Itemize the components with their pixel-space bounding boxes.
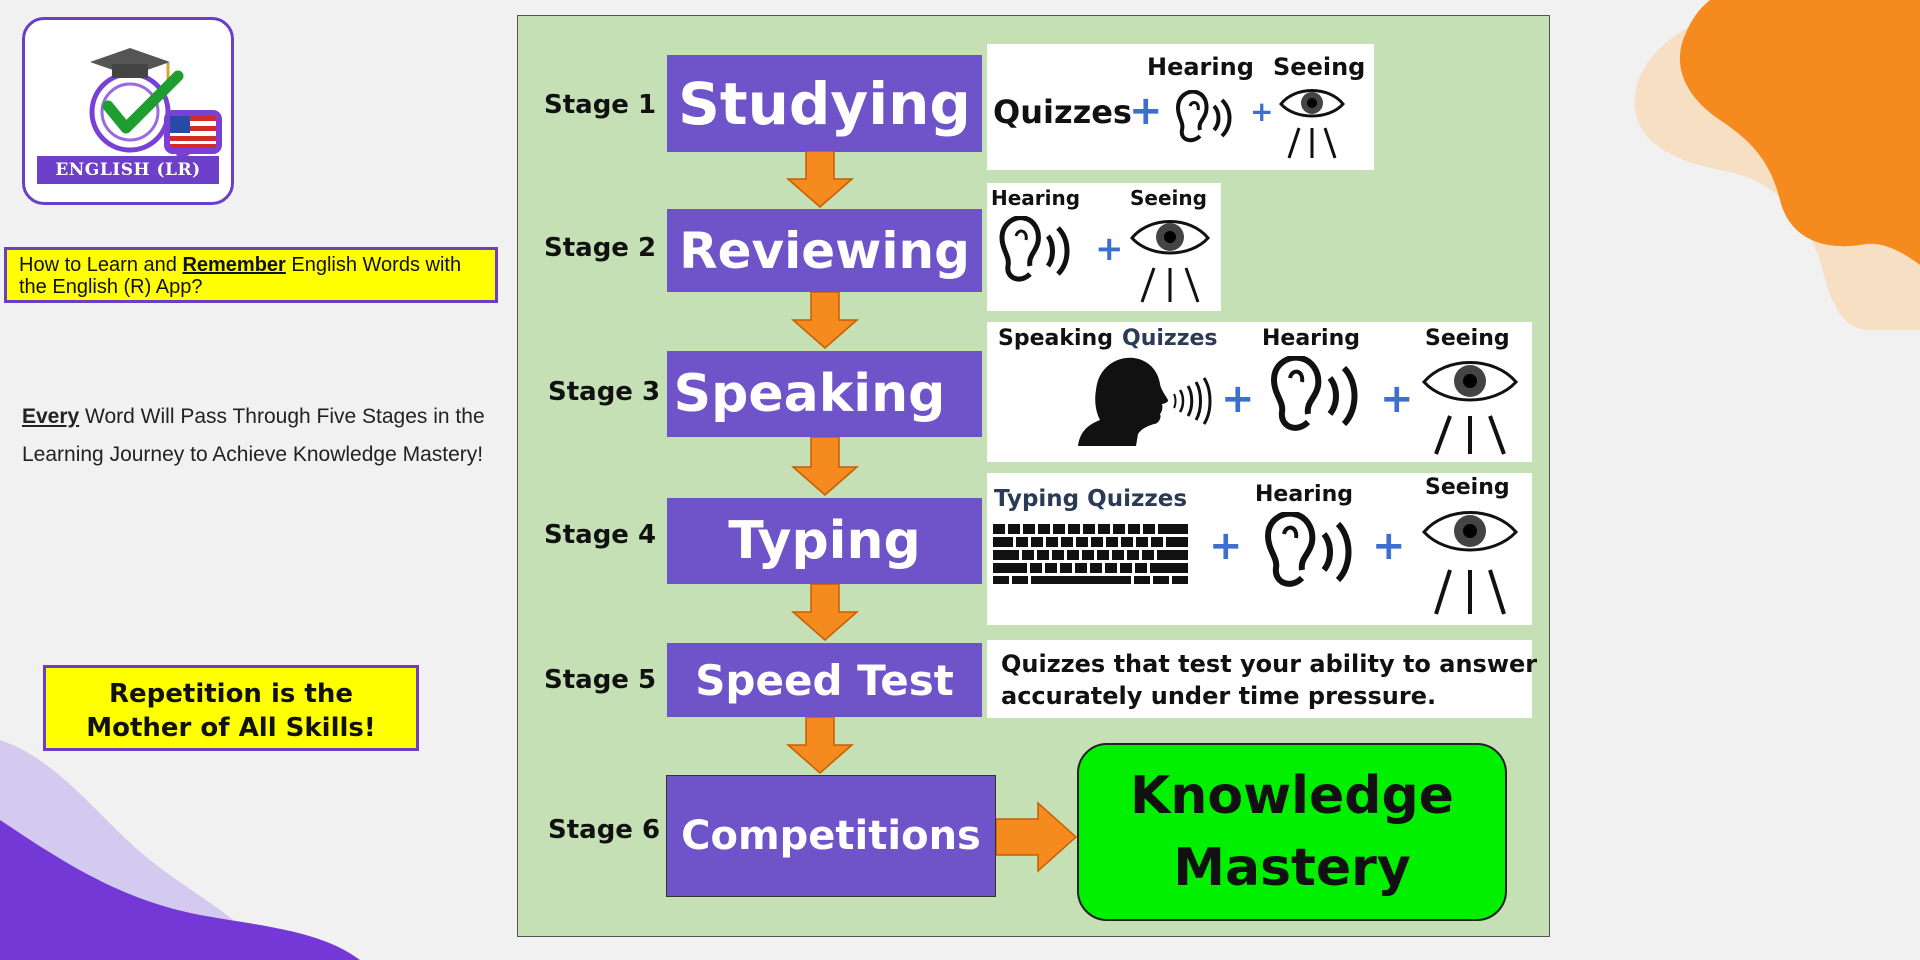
stage-5-line-1: Quizzes that test your ability to answer	[1001, 650, 1538, 678]
stage-3-seeing: Seeing	[1425, 326, 1510, 351]
plus-icon: +	[1095, 229, 1124, 269]
motto-box: Repetition is the Mother of All Skills!	[43, 665, 419, 751]
plus-icon: +	[1129, 88, 1163, 134]
plus-icon: +	[1221, 376, 1255, 422]
page-title-box: How to Learn and Remember English Words …	[4, 247, 498, 303]
stage-3-hearing: Hearing	[1262, 326, 1360, 351]
motto-line-1: Repetition is the	[108, 679, 354, 709]
title-suffix: English Words with the English (R) App?	[19, 254, 462, 298]
title-prefix: How to Learn and	[19, 254, 183, 276]
stage-4-typing-quizzes: Typing Quizzes	[994, 486, 1188, 512]
plus-icon: +	[1250, 95, 1274, 128]
plus-icon: +	[1372, 523, 1406, 569]
eye-icon	[1279, 89, 1345, 159]
arrow-down-5	[786, 717, 854, 774]
arrow-down-1	[786, 151, 854, 208]
ear-icon	[1270, 356, 1358, 431]
stage-6-label: Stage 6	[548, 815, 661, 845]
intro-body: Word Will Pass Through Five Stages in th…	[22, 405, 485, 466]
keyboard-icon	[993, 524, 1188, 584]
ear-icon	[1175, 90, 1232, 143]
eye-icon	[1421, 511, 1519, 615]
stage-4-label: Stage 4	[544, 520, 657, 550]
app-logo: ENGLISH (LR)	[22, 17, 234, 205]
graduation-check-flag-icon	[89, 48, 222, 162]
stage-1-hearing: Hearing	[1147, 53, 1254, 81]
eye-icon	[1130, 220, 1210, 303]
eye-icon	[1421, 361, 1519, 455]
intro-text: Every Word Will Pass Through Five Stages…	[22, 398, 492, 474]
ear-icon	[1264, 512, 1352, 587]
stage-1-box: Studying	[667, 55, 982, 152]
stage-1-label: Stage 1	[544, 90, 657, 120]
speaking-head-icon	[1078, 357, 1212, 446]
stage-3-box: Speaking	[667, 351, 982, 437]
arrow-down-2	[791, 292, 859, 349]
motto-line-2: Mother of All Skills!	[86, 713, 376, 743]
orange-decor-shape	[1634, 0, 1920, 330]
arrow-down-3	[791, 437, 859, 496]
stage-4-hearing: Hearing	[1255, 482, 1353, 507]
stage-5-box: Speed Test	[667, 643, 982, 717]
stage-5-line-2: accurately under time pressure.	[1001, 682, 1437, 710]
stage-5-card	[987, 640, 1532, 718]
mastery-line-1: Knowledge	[1130, 766, 1454, 826]
stage-3-speaking: Speaking	[998, 326, 1113, 351]
arrow-right	[996, 801, 1078, 873]
ear-icon	[999, 216, 1070, 282]
plus-icon: +	[1209, 523, 1243, 569]
stage-3-label: Stage 3	[548, 377, 661, 407]
title-emphasis: Remember	[182, 254, 286, 276]
arrow-down-4	[791, 584, 859, 641]
stage-3-quizzes: Quizzes	[1122, 326, 1218, 351]
stage-6-box: Competitions	[666, 775, 996, 897]
logo-label: ENGLISH (LR)	[37, 156, 219, 184]
stage-2-box: Reviewing	[667, 209, 982, 292]
stage-4-box: Typing	[667, 498, 982, 584]
stage-1-seeing: Seeing	[1273, 53, 1366, 81]
stage-1-quizzes: Quizzes	[993, 93, 1132, 131]
mastery-line-2: Mastery	[1173, 838, 1411, 898]
stage-2-label: Stage 2	[544, 233, 657, 263]
stage-4-seeing: Seeing	[1425, 475, 1510, 500]
stage-2-seeing: Seeing	[1130, 186, 1207, 210]
intro-emphasis: Every	[22, 405, 80, 428]
knowledge-mastery-box: Knowledge Mastery	[1077, 743, 1507, 921]
stage-2-hearing: Hearing	[991, 186, 1081, 210]
plus-icon: +	[1380, 376, 1414, 422]
purple-decor-shape	[0, 740, 360, 960]
stage-5-label: Stage 5	[544, 665, 657, 695]
